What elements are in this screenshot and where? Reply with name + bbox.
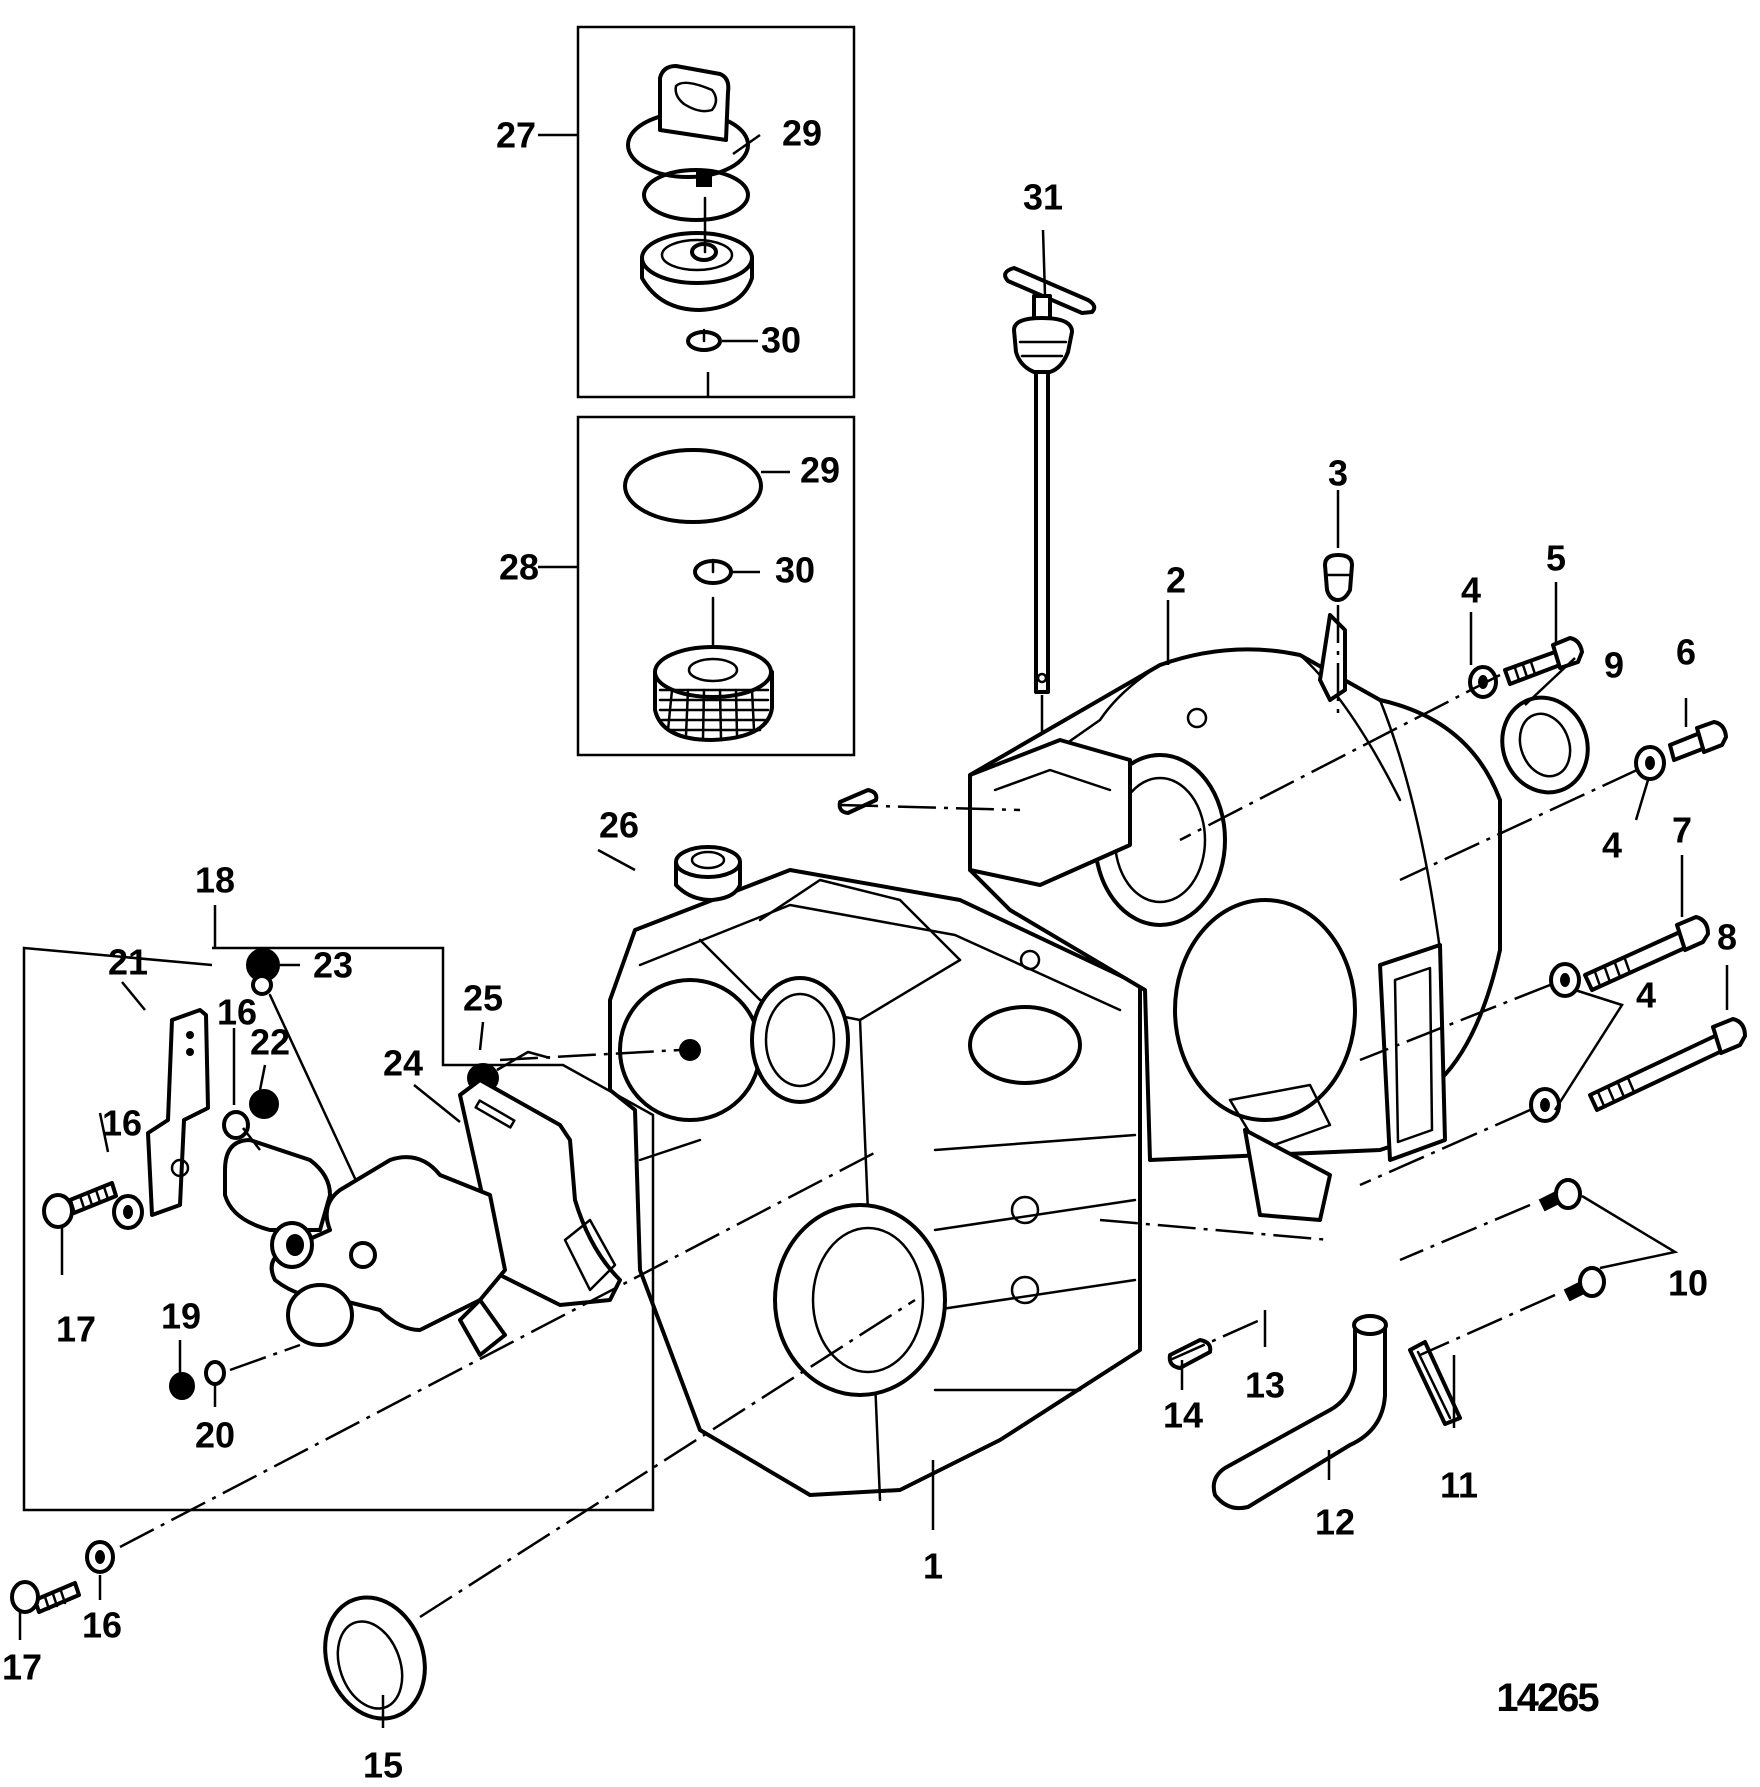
hose-12-part <box>1211 1314 1388 1511</box>
callout-13: 13 <box>1245 1365 1285 1406</box>
seal-9-part <box>1500 695 1590 795</box>
callout-9: 9 <box>1604 645 1624 686</box>
callout-28: 28 <box>499 547 539 588</box>
valve-body-part <box>223 1078 622 1357</box>
switch-23-part <box>246 948 360 1187</box>
washer-4d-part <box>1529 1087 1561 1123</box>
dowel-pin-part <box>837 788 879 815</box>
callout-8: 8 <box>1717 917 1737 958</box>
callout-3: 3 <box>1328 453 1348 494</box>
callout-labels: 1 2 3 4 4 4 5 6 7 8 9 10 11 12 13 14 15 … <box>2 113 1737 1786</box>
washer-4c-part <box>1549 962 1581 998</box>
callout-2: 2 <box>1166 560 1186 601</box>
fill-plug-part <box>1323 553 1354 720</box>
o-ring-part-filter <box>623 448 763 524</box>
callout-18: 18 <box>195 860 235 901</box>
callout-19: 19 <box>161 1296 201 1337</box>
clip-11-part <box>1408 1340 1462 1426</box>
retaining-ring-part <box>686 328 722 352</box>
bell-housing-part <box>968 613 1502 1222</box>
callout-6: 6 <box>1676 632 1696 673</box>
callout-30b: 30 <box>775 550 815 591</box>
seal-15-part <box>323 1595 427 1721</box>
callout-15: 15 <box>363 1745 403 1786</box>
callout-26: 26 <box>599 805 639 846</box>
callout-22: 22 <box>250 1022 290 1063</box>
callout-23: 23 <box>313 945 353 986</box>
callout-25: 25 <box>463 978 503 1019</box>
callout-5: 5 <box>1546 538 1566 579</box>
washer-16c-part <box>85 1540 115 1574</box>
nut-22-part <box>249 1089 279 1119</box>
callout-4a: 4 <box>1461 570 1481 611</box>
washer-4a-part <box>1468 665 1498 699</box>
screw-17a-part <box>42 1181 118 1229</box>
stud-10-parts <box>1538 1178 1606 1302</box>
callout-31: 31 <box>1023 177 1063 218</box>
plug-26-part <box>674 845 742 902</box>
bolt-7-part <box>1583 915 1710 992</box>
kit-27-box <box>538 25 856 399</box>
callout-16c: 16 <box>82 1605 122 1646</box>
callout-16a: 16 <box>102 1103 142 1144</box>
filler-cap-part <box>626 64 750 187</box>
callout-21: 21 <box>108 942 148 983</box>
callout-17b: 17 <box>2 1647 42 1688</box>
washer-4b-part <box>1634 745 1666 781</box>
oil-filter-element-part <box>653 645 774 742</box>
bolt-8-part <box>1588 1017 1747 1112</box>
callout-27: 27 <box>496 115 536 156</box>
screw-19-part <box>169 1372 195 1400</box>
washer-16a-part <box>112 1194 144 1230</box>
callout-7: 7 <box>1672 810 1692 851</box>
callout-4c: 4 <box>1636 975 1656 1016</box>
screw-17b-part <box>10 1580 81 1614</box>
callout-4b: 4 <box>1602 825 1622 866</box>
callout-11: 11 <box>1440 1465 1478 1506</box>
callout-16b: 16 <box>217 992 257 1033</box>
callout-17a: 17 <box>56 1309 96 1350</box>
bolt-5-part <box>1503 636 1584 686</box>
front-gear-case-part <box>608 868 1142 1502</box>
callout-1: 1 <box>923 1546 943 1587</box>
callout-30a: 30 <box>761 320 801 361</box>
callout-29b: 29 <box>800 450 840 491</box>
cap-base-part <box>640 196 754 312</box>
bolt-6-part <box>1668 720 1728 762</box>
kit-18-box <box>22 905 655 1512</box>
washer-16b-part <box>222 1110 250 1140</box>
filter-mesh <box>658 688 770 740</box>
figure-number: 14265 <box>1496 1676 1599 1720</box>
assembly-lines <box>119 673 1638 1619</box>
leader-lines <box>18 133 1729 1728</box>
bracket-21-part <box>146 1008 210 1217</box>
callout-10: 10 <box>1668 1263 1708 1304</box>
callout-12: 12 <box>1315 1502 1355 1543</box>
callout-24: 24 <box>383 1043 423 1084</box>
callout-29a: 29 <box>782 113 822 154</box>
callout-20: 20 <box>195 1415 235 1456</box>
o-ring-part <box>642 168 750 222</box>
kit-28-box <box>538 415 856 757</box>
washer-20-part <box>204 1360 226 1386</box>
callout-14: 14 <box>1163 1395 1203 1436</box>
